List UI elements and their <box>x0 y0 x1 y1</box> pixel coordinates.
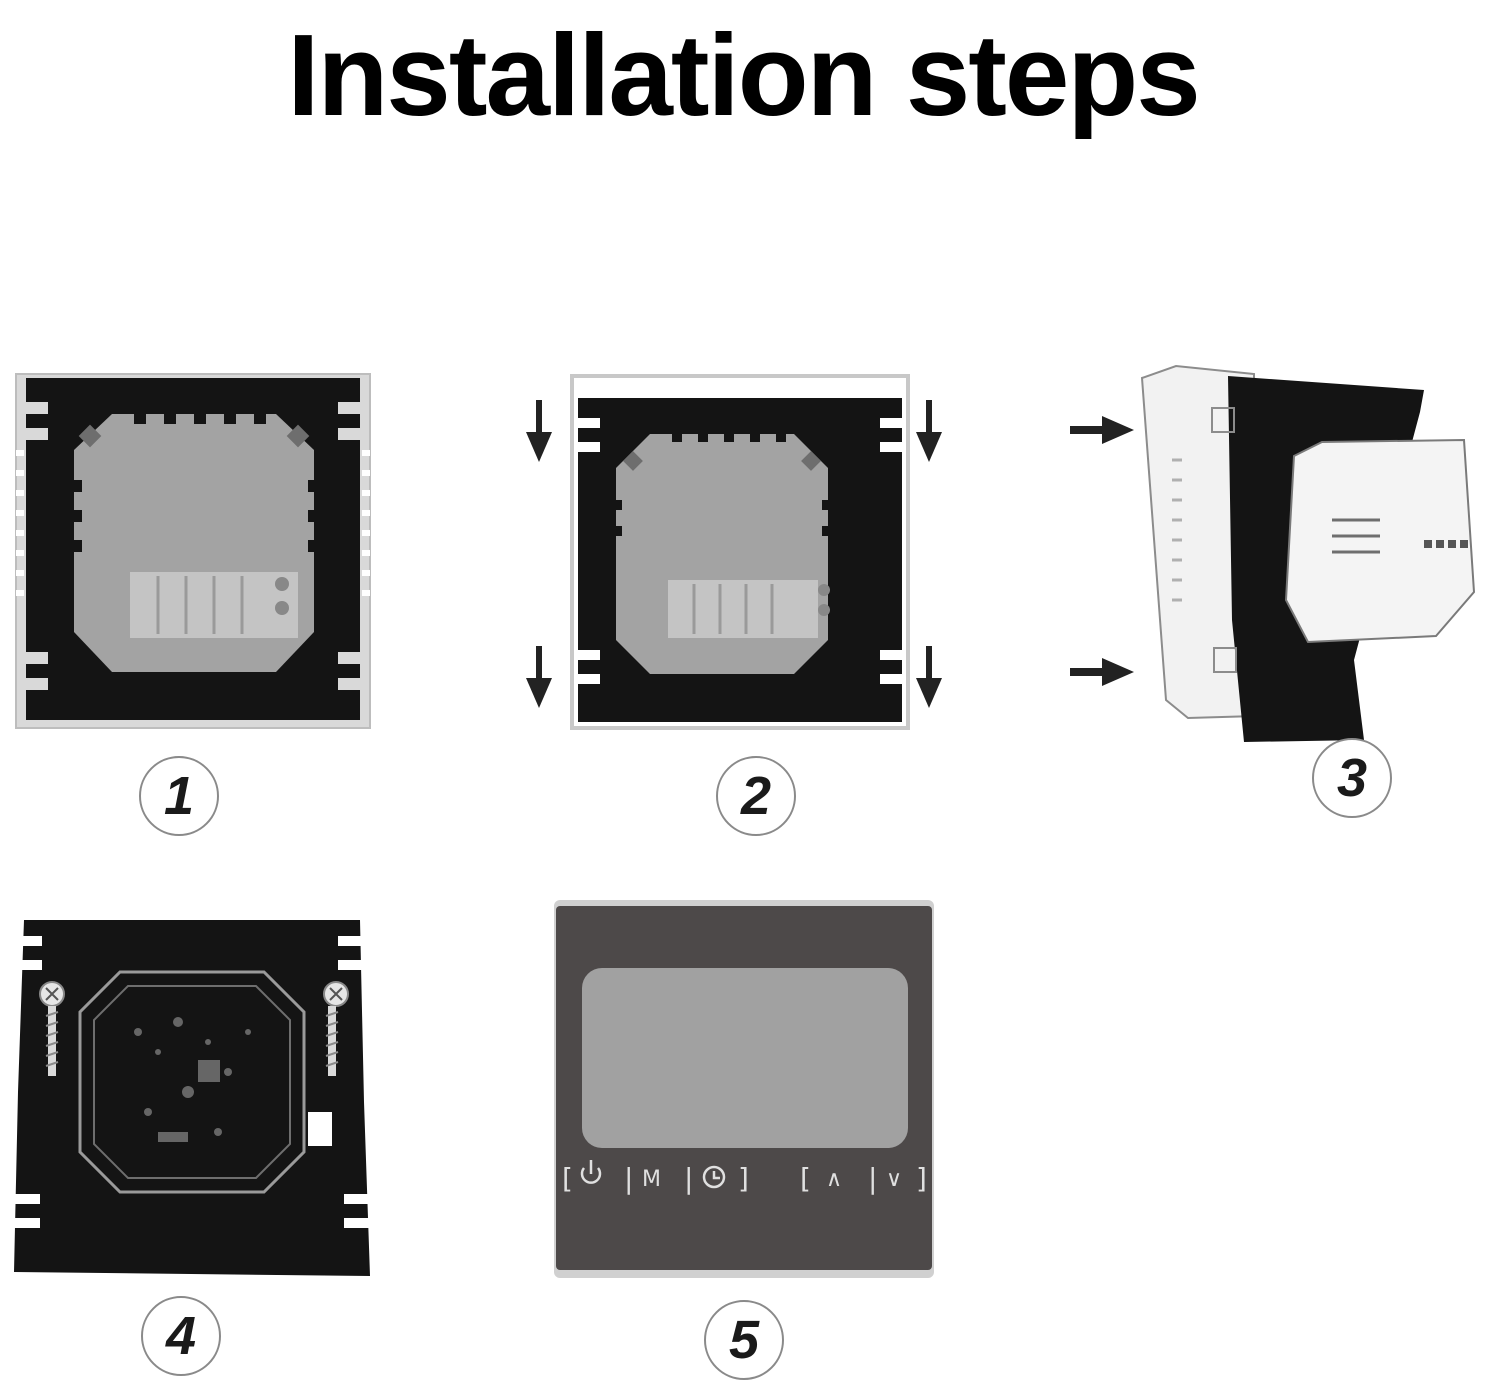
svg-text:[: [ <box>562 1162 573 1195</box>
screw-icon <box>323 981 349 1076</box>
separator: | <box>624 1162 633 1195</box>
pcb-outline <box>78 970 306 1194</box>
terminal-block <box>668 580 818 638</box>
step-5-illustration: [ | | ] [ | ] M ∧ ∨ <box>554 900 934 1278</box>
svg-text:[: [ <box>800 1162 811 1195</box>
back-plate <box>14 920 370 1276</box>
step-4-illustration <box>12 920 372 1276</box>
right-arrow-icon <box>1070 416 1134 686</box>
step-3-number: 3 <box>1312 738 1392 818</box>
separator: | <box>868 1162 877 1195</box>
down-button[interactable]: ∨ <box>886 1167 902 1192</box>
step-2-illustration <box>526 374 942 730</box>
down-arrow-icon <box>526 400 942 708</box>
separator: | <box>684 1162 693 1195</box>
clock-icon <box>702 1165 726 1189</box>
step-3-illustration <box>1070 364 1476 742</box>
page-title: Installation steps <box>287 10 1201 140</box>
step-1-illustration <box>15 373 371 729</box>
up-button[interactable]: ∧ <box>826 1167 842 1192</box>
mode-button[interactable]: M <box>642 1167 661 1192</box>
step-4-number: 4 <box>141 1296 221 1376</box>
opening <box>308 1112 332 1146</box>
step-2-number: 2 <box>716 756 796 836</box>
power-icon <box>580 1160 602 1184</box>
svg-text:]: ] <box>738 1162 749 1195</box>
step-1-number: 1 <box>139 756 219 836</box>
screw-icon <box>39 981 65 1076</box>
step-5-number: 5 <box>704 1300 784 1380</box>
display-screen <box>582 968 908 1148</box>
module <box>1284 438 1476 644</box>
svg-text:]: ] <box>916 1162 927 1195</box>
